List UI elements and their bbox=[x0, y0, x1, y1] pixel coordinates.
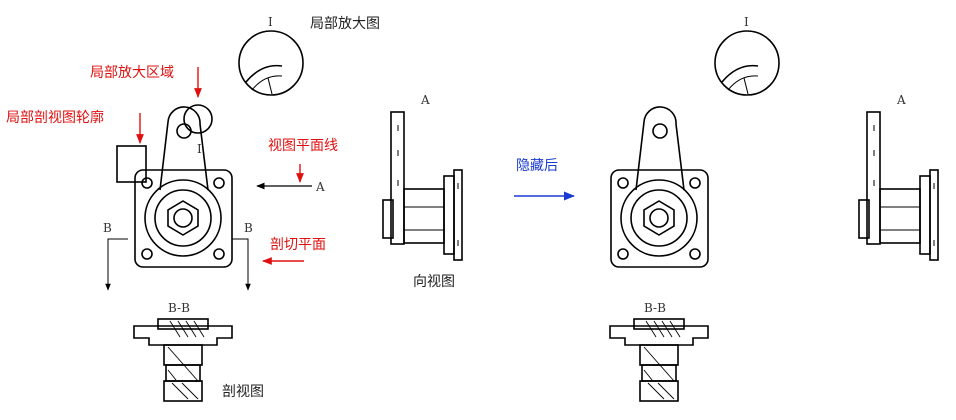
cut-plane-label: 剖切平面 bbox=[270, 237, 326, 253]
section-letter-right: B bbox=[244, 221, 253, 235]
direction-view bbox=[382, 111, 463, 261]
section-view-title: 剖视图 bbox=[222, 384, 264, 400]
section-letter-left: B bbox=[103, 221, 112, 235]
detail-view-clean bbox=[714, 30, 780, 96]
cut-plane-line-left bbox=[105, 238, 128, 291]
section-name-mark: B-B bbox=[168, 301, 190, 315]
detail-region-roman-mark: I bbox=[197, 142, 202, 156]
front-view-clean bbox=[610, 106, 709, 268]
direction-view-title: 向视图 bbox=[413, 274, 455, 290]
annotated-drawing: 局部放大区域 局部剖视图轮廓 视图平面线 剖切平面 局部放大图 向视图 剖视图 … bbox=[6, 15, 463, 402]
detail-view bbox=[238, 30, 304, 96]
direction-view-letter-clean: A bbox=[896, 93, 906, 107]
section-view-clean bbox=[609, 318, 709, 402]
front-view bbox=[134, 106, 233, 268]
section-view bbox=[133, 318, 233, 402]
cut-plane-line-right bbox=[232, 238, 251, 291]
view-letter-mark: A bbox=[315, 180, 325, 194]
section-name-mark-clean: B-B bbox=[644, 301, 666, 315]
after-hide-label: 隐藏后 bbox=[516, 158, 558, 174]
detail-region-label: 局部放大区域 bbox=[90, 65, 174, 81]
detail-roman-mark-clean: I bbox=[744, 15, 749, 29]
direction-view-letter: A bbox=[420, 93, 430, 107]
view-plane-line-label: 视图平面线 bbox=[268, 138, 338, 154]
direction-view-clean bbox=[858, 111, 939, 261]
local-section-outline bbox=[116, 145, 147, 183]
clean-drawing: I A B-B bbox=[609, 15, 939, 402]
section-outline-label: 局部剖视图轮廓 bbox=[6, 109, 104, 126]
detail-region-circle bbox=[183, 104, 213, 134]
detail-view-title: 局部放大图 bbox=[310, 16, 380, 32]
detail-roman-mark: I bbox=[268, 15, 273, 29]
